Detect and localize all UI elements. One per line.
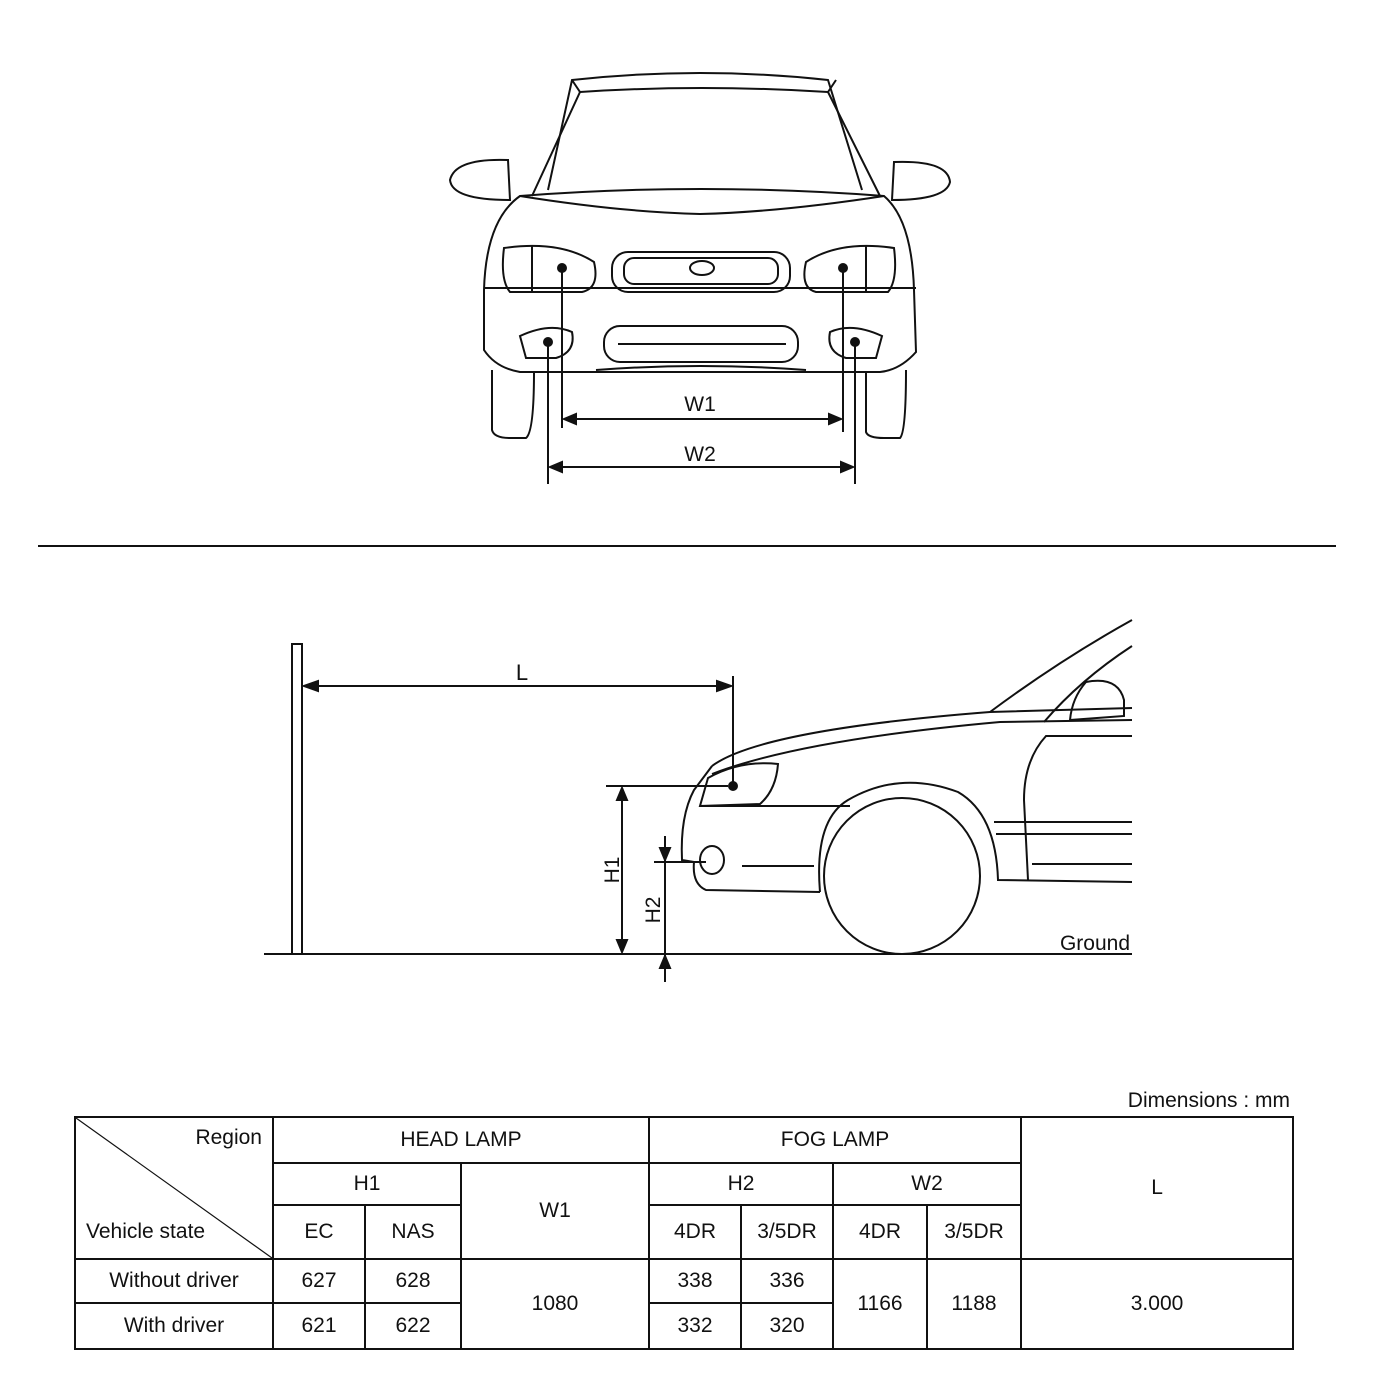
row-state: Without driver	[74, 1258, 274, 1304]
header-w2: W2	[831, 1162, 1023, 1206]
ground-label: Ground	[1060, 932, 1130, 955]
row-state: With driver	[74, 1302, 274, 1350]
corner-diagonal	[76, 1118, 272, 1258]
header-nas: NAS	[364, 1204, 462, 1260]
h2-label: H2	[642, 897, 665, 924]
header-h2: H2	[648, 1162, 834, 1206]
w1-value: 1080	[460, 1258, 650, 1350]
h1-ec-value: 627	[272, 1258, 366, 1304]
h2-35dr-value: 320	[740, 1302, 834, 1350]
table-row: With driver 621 622 332 320	[74, 1302, 1293, 1350]
header-l: L	[1020, 1116, 1295, 1260]
aiming-screen	[291, 643, 303, 955]
w2-35dr-value: 1188	[925, 1258, 1023, 1350]
side-view-diagram: L H1 H2 Ground	[264, 619, 1133, 982]
car-side-outline	[680, 619, 1133, 955]
h2-4dr-value: 332	[648, 1302, 742, 1350]
h2-35dr-value: 336	[740, 1258, 834, 1304]
header-h2-35dr: 3/5DR	[740, 1204, 834, 1260]
h1-label: H1	[601, 857, 624, 884]
front-view-diagram: W1 W2	[448, 72, 952, 484]
header-ec: EC	[272, 1204, 366, 1260]
l-value: 3.000	[1020, 1258, 1295, 1350]
header-w2-35dr: 3/5DR	[925, 1204, 1023, 1260]
header-w1: W1	[460, 1162, 650, 1260]
header-w2-4dr: 4DR	[832, 1204, 928, 1260]
h2-4dr-value: 338	[648, 1258, 742, 1304]
front-dimension-lines	[543, 263, 860, 484]
section-divider	[38, 545, 1336, 547]
h1-nas-value: 628	[364, 1258, 462, 1304]
corner-region-label: Region	[195, 1126, 262, 1149]
car-front-outline	[448, 72, 952, 439]
header-h1: H1	[272, 1162, 462, 1206]
w1-label: W1	[684, 393, 716, 416]
h1-nas-value: 622	[364, 1302, 462, 1350]
w2-4dr-value: 1166	[832, 1258, 928, 1350]
header-head-lamp: HEAD LAMP	[272, 1116, 650, 1164]
units-note: Dimensions : mm	[1127, 1089, 1290, 1112]
header-fog-lamp: FOG LAMP	[647, 1116, 1023, 1164]
aiming-spec-table: Region Vehicle state HEAD LAMP FOG LAMP …	[74, 1116, 1295, 1350]
h1-ec-value: 621	[272, 1302, 366, 1350]
corner-state-label: Vehicle state	[86, 1220, 206, 1243]
table-row: Without driver 627 628 1080 338 336 1166…	[74, 1258, 1295, 1350]
l-label: L	[516, 660, 528, 685]
w2-label: W2	[684, 443, 716, 466]
header-h2-4dr: 4DR	[648, 1204, 742, 1260]
table-corner-cell: Region Vehicle state	[74, 1116, 274, 1260]
side-dimension-lines	[301, 676, 738, 982]
